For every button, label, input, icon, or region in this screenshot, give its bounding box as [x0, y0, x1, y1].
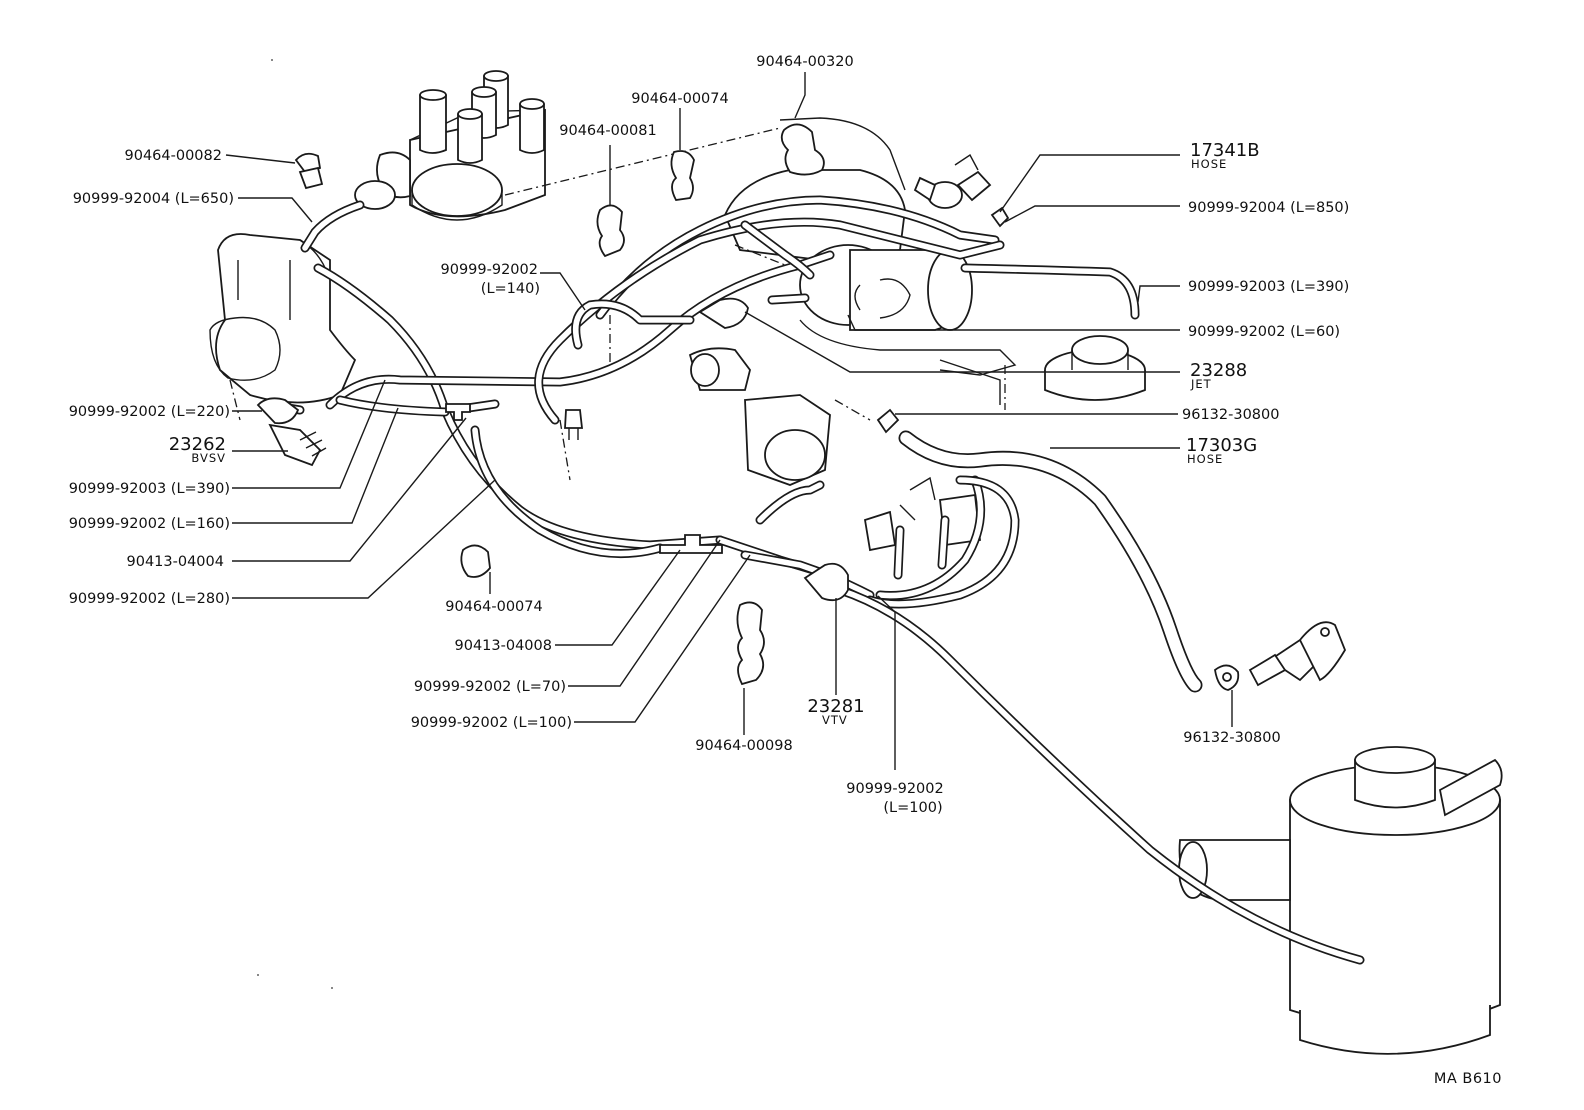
vtv-23281 [803, 562, 849, 602]
bvsv-23262 [256, 397, 300, 425]
clip-90464-00081 [596, 204, 625, 258]
callout-90999-92002-l160: 90999-92002 (L=160) [69, 516, 230, 532]
vsv-right [1248, 621, 1347, 687]
charcoal-canister [1178, 746, 1503, 1055]
hose-17303g [898, 430, 1203, 693]
callout-23262-name: BVSV [191, 451, 226, 465]
bvsv-valve-body [688, 347, 831, 486]
vacuum-canister-right [1044, 335, 1146, 401]
callout-90999-92002-l140-line2: (L=140) [481, 281, 540, 297]
callout-17341b: 17341B [1190, 140, 1260, 161]
callout-90464-00082: 90464-00082 [125, 148, 223, 164]
hose-long-upper [534, 217, 1005, 425]
hose-vtv-stub-2 [937, 515, 950, 570]
callout-96132-30800-mid: 96132-30800 [1182, 407, 1280, 423]
hose-l390-left [325, 250, 835, 410]
callout-90999-92003-l390-right: 90999-92003 (L=390) [1188, 279, 1349, 295]
hose-l280 [470, 425, 665, 559]
tee-90413-04004 [445, 403, 471, 421]
tee-90413-04008 [659, 534, 723, 554]
callout-90999-92002-l70: 90999-92002 (L=70) [414, 679, 566, 695]
jet-23288 [698, 297, 749, 329]
callout-17303g: 17303G [1186, 435, 1257, 456]
callout-90999-92002-l140-line1: 90999-92002 [441, 262, 539, 278]
center-lines [229, 127, 1006, 481]
clip-90464-00098 [736, 601, 765, 686]
scan-specks [257, 59, 333, 989]
callout-17341b-name: HOSE [1191, 157, 1227, 171]
callout-90464-00074-top: 90464-00074 [631, 91, 729, 107]
vsv-top [913, 153, 992, 209]
callout-23288: 23288 [1190, 360, 1247, 381]
callout-90999-92004-l850: 90999-92004 (L=850) [1188, 200, 1349, 216]
hose-l60 [767, 293, 810, 305]
hose-l100-low [875, 475, 986, 601]
clamp-17341b [990, 206, 1010, 228]
callout-90413-04008: 90413-04008 [455, 638, 553, 654]
hose-l850 [595, 195, 1000, 320]
vacuum-hoses [265, 195, 1365, 965]
hose-l140 [571, 299, 695, 350]
vtv-housing [863, 476, 981, 552]
callout-90999-92002-l100-low-line2: (L=100) [883, 800, 942, 816]
callout-90999-92002-l220: 90999-92002 (L=220) [69, 404, 230, 420]
callout-90413-04004: 90413-04004 [127, 554, 225, 570]
callout-23281-name: VTV [822, 713, 848, 727]
callout-90999-92002-l100-left: 90999-92002 (L=100) [411, 715, 572, 731]
figure-code: MA B610 [1434, 1071, 1502, 1087]
callout-90999-92004-l650: 90999-92004 (L=650) [73, 191, 234, 207]
hose-tee-right [463, 399, 500, 413]
callout-17303g-name: HOSE [1187, 452, 1223, 466]
fitting-small [564, 409, 584, 429]
distributor [354, 70, 546, 221]
callout-23288-name: JET [1190, 377, 1212, 391]
callout-90464-00320: 90464-00320 [756, 54, 854, 70]
callout-labels: 90464-00082 90999-92004 (L=650) 90464-00… [69, 54, 1502, 1087]
hose-right-loop [865, 475, 1020, 609]
callout-90999-92002-l60: 90999-92002 (L=60) [1188, 324, 1340, 340]
hose-l650 [300, 200, 365, 253]
fittings [256, 206, 1240, 691]
hose-l390-right [960, 263, 1140, 320]
clamp-96132-mid [876, 408, 900, 434]
callout-90464-00098: 90464-00098 [695, 738, 793, 754]
hose-l100-left [740, 550, 875, 600]
hose-l160 [335, 395, 450, 417]
clip-90464-00074-low [460, 544, 491, 578]
clip-90464-00082 [294, 152, 322, 174]
leader-lines [225, 72, 1233, 770]
callout-90999-92002-l100-low-line1: 90999-92002 [846, 781, 944, 797]
callout-90999-92002-l280: 90999-92002 (L=280) [69, 591, 230, 607]
throttle-body [209, 233, 357, 404]
hose-canister-long [835, 585, 1365, 965]
callout-23262: 23262 [169, 434, 226, 455]
callout-90464-00081: 90464-00081 [559, 123, 657, 139]
callout-23281: 23281 [807, 696, 864, 717]
callout-90464-00074-low: 90464-00074 [445, 599, 543, 615]
callout-96132-30800-right: 96132-30800 [1183, 730, 1281, 746]
clip-90464-00074-top [670, 150, 695, 201]
intake-plenum [724, 117, 1017, 405]
callout-90999-92003-l390-left: 90999-92003 (L=390) [69, 481, 230, 497]
clips [294, 123, 825, 686]
hose-jet-link [740, 220, 815, 280]
hose-vtv-stub [893, 525, 905, 580]
hose-vtv-loop [755, 480, 825, 525]
clip-90464-00320 [780, 123, 825, 176]
hose-bypass-main [313, 263, 725, 550]
